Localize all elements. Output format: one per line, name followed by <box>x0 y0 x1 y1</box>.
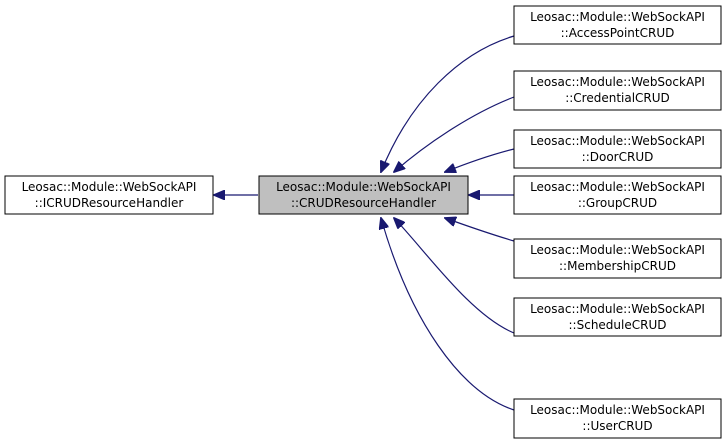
node-groupcrud[interactable]: Leosac::Module::WebSockAPI ::GroupCRUD <box>513 175 722 215</box>
node-usercrud-line2: ::UserCRUD <box>582 419 652 433</box>
node-crudresourcehandler-line2: ::CRUDResourceHandler <box>291 196 436 210</box>
edge-accesspoint-to-current <box>381 35 515 172</box>
node-accesspointcrud-line1: Leosac::Module::WebSockAPI <box>530 10 705 24</box>
node-accesspointcrud-line2: ::AccessPointCRUD <box>561 26 675 40</box>
node-membershipcrud-line1: Leosac::Module::WebSockAPI <box>530 243 705 257</box>
edge-membership-to-current <box>445 218 515 242</box>
edge-user-to-current <box>381 218 515 411</box>
node-schedulecrud[interactable]: Leosac::Module::WebSockAPI ::ScheduleCRU… <box>513 297 722 337</box>
node-groupcrud-line1: Leosac::Module::WebSockAPI <box>530 180 705 194</box>
node-credentialcrud[interactable]: Leosac::Module::WebSockAPI ::CredentialC… <box>513 70 722 111</box>
node-crudresourcehandler[interactable]: Leosac::Module::WebSockAPI ::CRUDResourc… <box>258 175 469 215</box>
node-doorcrud-line1: Leosac::Module::WebSockAPI <box>530 134 705 148</box>
node-icrudresourcehandler[interactable]: Leosac::Module::WebSockAPI ::ICRUDResour… <box>4 175 214 215</box>
edge-door-to-current <box>445 148 515 172</box>
node-membershipcrud-line2: ::MembershipCRUD <box>559 259 676 273</box>
node-credentialcrud-line1: Leosac::Module::WebSockAPI <box>530 75 705 89</box>
edge-credential-to-current <box>394 96 515 172</box>
node-crudresourcehandler-line1: Leosac::Module::WebSockAPI <box>276 180 451 194</box>
node-doorcrud-line2: ::DoorCRUD <box>582 150 654 164</box>
node-usercrud-line1: Leosac::Module::WebSockAPI <box>530 403 705 417</box>
node-icrudresourcehandler-line1: Leosac::Module::WebSockAPI <box>22 180 197 194</box>
node-accesspointcrud[interactable]: Leosac::Module::WebSockAPI ::AccessPoint… <box>513 5 722 45</box>
node-schedulecrud-line1: Leosac::Module::WebSockAPI <box>530 302 705 316</box>
node-doorcrud[interactable]: Leosac::Module::WebSockAPI ::DoorCRUD <box>513 129 722 169</box>
node-membershipcrud[interactable]: Leosac::Module::WebSockAPI ::MembershipC… <box>513 238 722 279</box>
node-credentialcrud-line2: ::CredentialCRUD <box>565 91 670 105</box>
node-groupcrud-line2: ::GroupCRUD <box>578 196 657 210</box>
node-usercrud[interactable]: Leosac::Module::WebSockAPI ::UserCRUD <box>513 398 722 439</box>
node-icrudresourcehandler-line2: ::ICRUDResourceHandler <box>35 196 184 210</box>
edge-schedule-to-current <box>394 218 515 334</box>
node-schedulecrud-line2: ::ScheduleCRUD <box>569 318 667 332</box>
